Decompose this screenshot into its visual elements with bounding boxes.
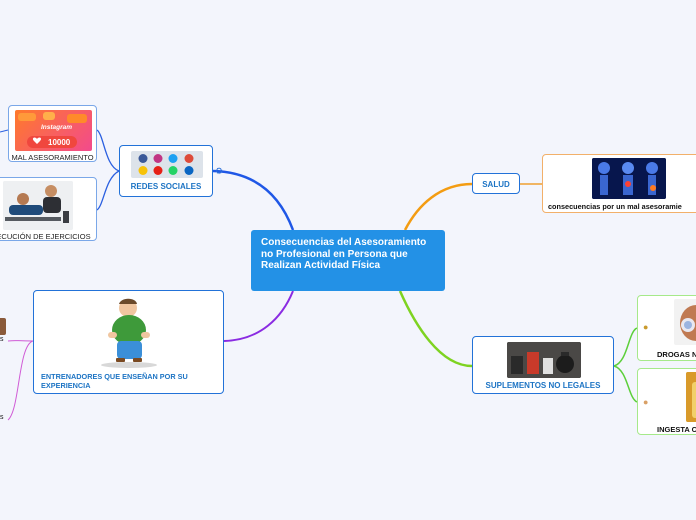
globe-icon: ⚙ (215, 166, 224, 176)
anatomy-image (592, 158, 666, 199)
flexed-biceps-icon: ● (643, 397, 649, 407)
instagram-likes-image: Instagram 10000 (15, 110, 92, 151)
supplements-image (507, 342, 581, 378)
node-consecuencias[interactable]: consecuencias por un mal asesoramie (542, 154, 696, 213)
connector-ingesta (613, 365, 638, 403)
money-bag-icon: ● (643, 322, 649, 332)
consecuencias-label: consecuencias por un mal asesoramie (548, 202, 682, 211)
entrenadores-left-label-a: s (0, 336, 4, 343)
ejecucion-label: ECUCIÓN DE EJERCICIOS (0, 232, 91, 241)
node-entrenadores[interactable]: ENTRENADORES QUE ENSEÑAN POR SU EXPERIEN… (33, 290, 224, 394)
node-redes-sociales[interactable]: REDES SOCIALES (119, 145, 213, 197)
entrenadores-left-item-a[interactable] (0, 318, 6, 335)
node-mal-asesoramiento[interactable]: Instagram 10000 MAL ASESORAMIENTO (8, 105, 97, 162)
node-suplementos[interactable]: SUPLEMENTOS NO LEGALES (472, 336, 614, 394)
connector-redes-sociales (212, 169, 295, 231)
connector-suplementos (398, 290, 473, 368)
connector-entren-left-b (7, 340, 34, 421)
node-ingesta[interactable]: ● INGESTA C (637, 368, 696, 435)
connector-salud (403, 182, 473, 231)
redes-sociales-label: REDES SOCIALES (130, 182, 202, 191)
connector-mal-left (0, 129, 9, 133)
central-title: Consecuencias del Asesoramiento no Profe… (261, 237, 427, 271)
entrenadores-left-label-b: s (0, 414, 4, 421)
connector-entrenadores (223, 290, 294, 342)
ingesta-image (686, 372, 696, 422)
drogas-label: DROGAS N (657, 350, 696, 359)
entrenadores-label: ENTRENADORES QUE ENSEÑAN POR SU EXPERIEN… (41, 372, 188, 390)
exercise-photo (3, 181, 73, 230)
suplementos-label: SUPLEMENTOS NO LEGALES (485, 381, 601, 390)
node-drogas[interactable]: ● DROGAS N (637, 295, 696, 361)
instagram-text: Instagram (41, 124, 73, 131)
connector-ejecucion (96, 170, 120, 211)
drugs-image (674, 299, 696, 345)
mal-asesoramiento-label: MAL ASESORAMIENTO (11, 153, 94, 162)
central-topic[interactable]: Consecuencias del Asesoramiento no Profe… (251, 230, 445, 291)
likes-count: 10000 (48, 138, 71, 147)
connector-drogas (613, 327, 638, 367)
social-icons-image (131, 151, 203, 178)
node-ejecucion-ejercicios[interactable]: ECUCIÓN DE EJERCICIOS (0, 177, 97, 241)
node-salud[interactable]: SALUD (472, 173, 520, 194)
connector-mal-asesoramiento (96, 129, 120, 172)
salud-label: SALUD (482, 180, 510, 189)
ingesta-label: INGESTA C (657, 425, 696, 434)
cartoon-man-image (94, 294, 164, 369)
